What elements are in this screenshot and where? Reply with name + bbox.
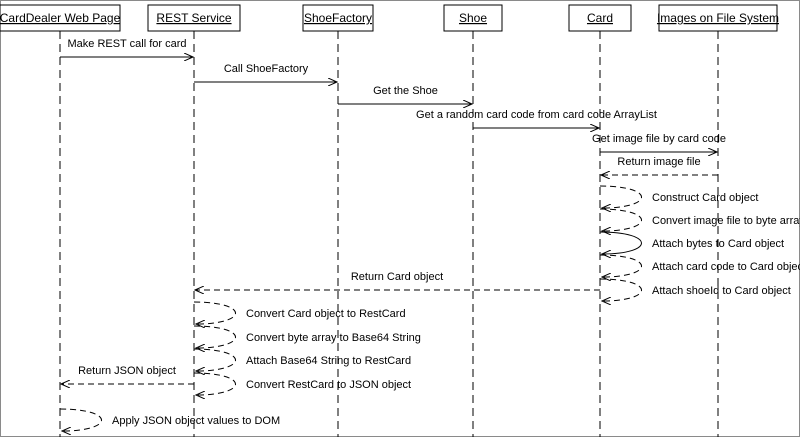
- message-arrow: [193, 325, 236, 348]
- message-arrow: [59, 408, 102, 431]
- message-16: Convert RestCard to JSON object: [193, 372, 411, 395]
- participant-label-factory: ShoeFactory: [304, 11, 372, 25]
- message-label: Convert byte array to Base64 String: [246, 332, 421, 344]
- participant-box-factory: [302, 4, 374, 32]
- message-5: Get image file by card code: [592, 133, 726, 152]
- participant-box-card: [568, 4, 632, 32]
- message-18: Apply JSON object values to DOM: [59, 408, 280, 431]
- message-6: Return image file: [601, 156, 718, 175]
- participant-card: Card: [568, 4, 632, 437]
- message-13: Convert Card object to RestCard: [193, 301, 406, 324]
- message-3: Get the Shoe: [338, 85, 472, 104]
- participant-label-images: Images on File System: [657, 11, 779, 25]
- message-label: Get a random card code from card code Ar…: [416, 109, 657, 121]
- message-4: Get a random card code from card code Ar…: [416, 109, 657, 128]
- message-10: Attach card code to Card object: [599, 254, 800, 277]
- message-label: Get image file by card code: [592, 133, 726, 145]
- message-7: Construct Card object: [599, 185, 758, 208]
- message-label: Call ShoeFactory: [224, 63, 309, 75]
- message-label: Attach bytes to Card object: [652, 238, 784, 250]
- participant-box-page: [0, 4, 121, 32]
- participant-label-page: CardDealer Web Page: [0, 11, 121, 25]
- message-15: Attach Base64 String to RestCard: [193, 348, 411, 371]
- participant-page: CardDealer Web Page: [0, 4, 121, 437]
- message-label: Convert image file to byte array: [652, 215, 800, 227]
- message-arrow: [599, 278, 642, 301]
- participant-factory: ShoeFactory: [302, 4, 374, 437]
- message-label: Convert Card object to RestCard: [246, 308, 406, 320]
- message-label: Get the Shoe: [373, 85, 438, 97]
- participant-label-rest: REST Service: [156, 11, 231, 25]
- message-12: Return Card object: [195, 271, 600, 290]
- message-label: Return image file: [617, 156, 700, 168]
- message-11: Attach shoeId to Card object: [599, 278, 791, 301]
- message-arrow: [599, 254, 642, 277]
- message-arrow: [193, 301, 236, 324]
- message-17: Return JSON object: [61, 365, 194, 384]
- participant-label-card: Card: [587, 11, 613, 25]
- message-2: Call ShoeFactory: [194, 63, 337, 82]
- message-arrow: [193, 372, 236, 395]
- message-arrow: [599, 231, 642, 254]
- message-label: Return Card object: [351, 271, 443, 283]
- message-label: Attach shoeId to Card object: [652, 285, 791, 297]
- message-arrow: [599, 185, 642, 208]
- message-8: Convert image file to byte array: [599, 208, 800, 231]
- participant-box-images: [658, 4, 778, 32]
- participant-images: Images on File System: [657, 4, 779, 437]
- message-label: Attach Base64 String to RestCard: [246, 355, 411, 367]
- message-14: Convert byte array to Base64 String: [193, 325, 421, 348]
- message-arrow: [193, 348, 236, 371]
- participant-box-rest: [147, 4, 241, 32]
- message-label: Attach card code to Card object: [652, 261, 800, 273]
- message-label: Return JSON object: [78, 365, 176, 377]
- message-9: Attach bytes to Card object: [599, 231, 784, 254]
- participant-rest: REST Service: [147, 4, 241, 437]
- lifelines: CardDealer Web Page REST Service ShoeFacto…: [0, 4, 779, 437]
- message-label: Make REST call for card: [67, 38, 186, 50]
- message-1: Make REST call for card: [60, 38, 193, 57]
- message-label: Construct Card object: [652, 192, 758, 204]
- message-label: Convert RestCard to JSON object: [246, 379, 411, 391]
- participant-box-shoe: [443, 4, 503, 32]
- participant-label-shoe: Shoe: [459, 11, 487, 25]
- message-arrow: [599, 208, 642, 231]
- participant-shoe: Shoe: [443, 4, 503, 437]
- message-label: Apply JSON object values to DOM: [112, 415, 280, 427]
